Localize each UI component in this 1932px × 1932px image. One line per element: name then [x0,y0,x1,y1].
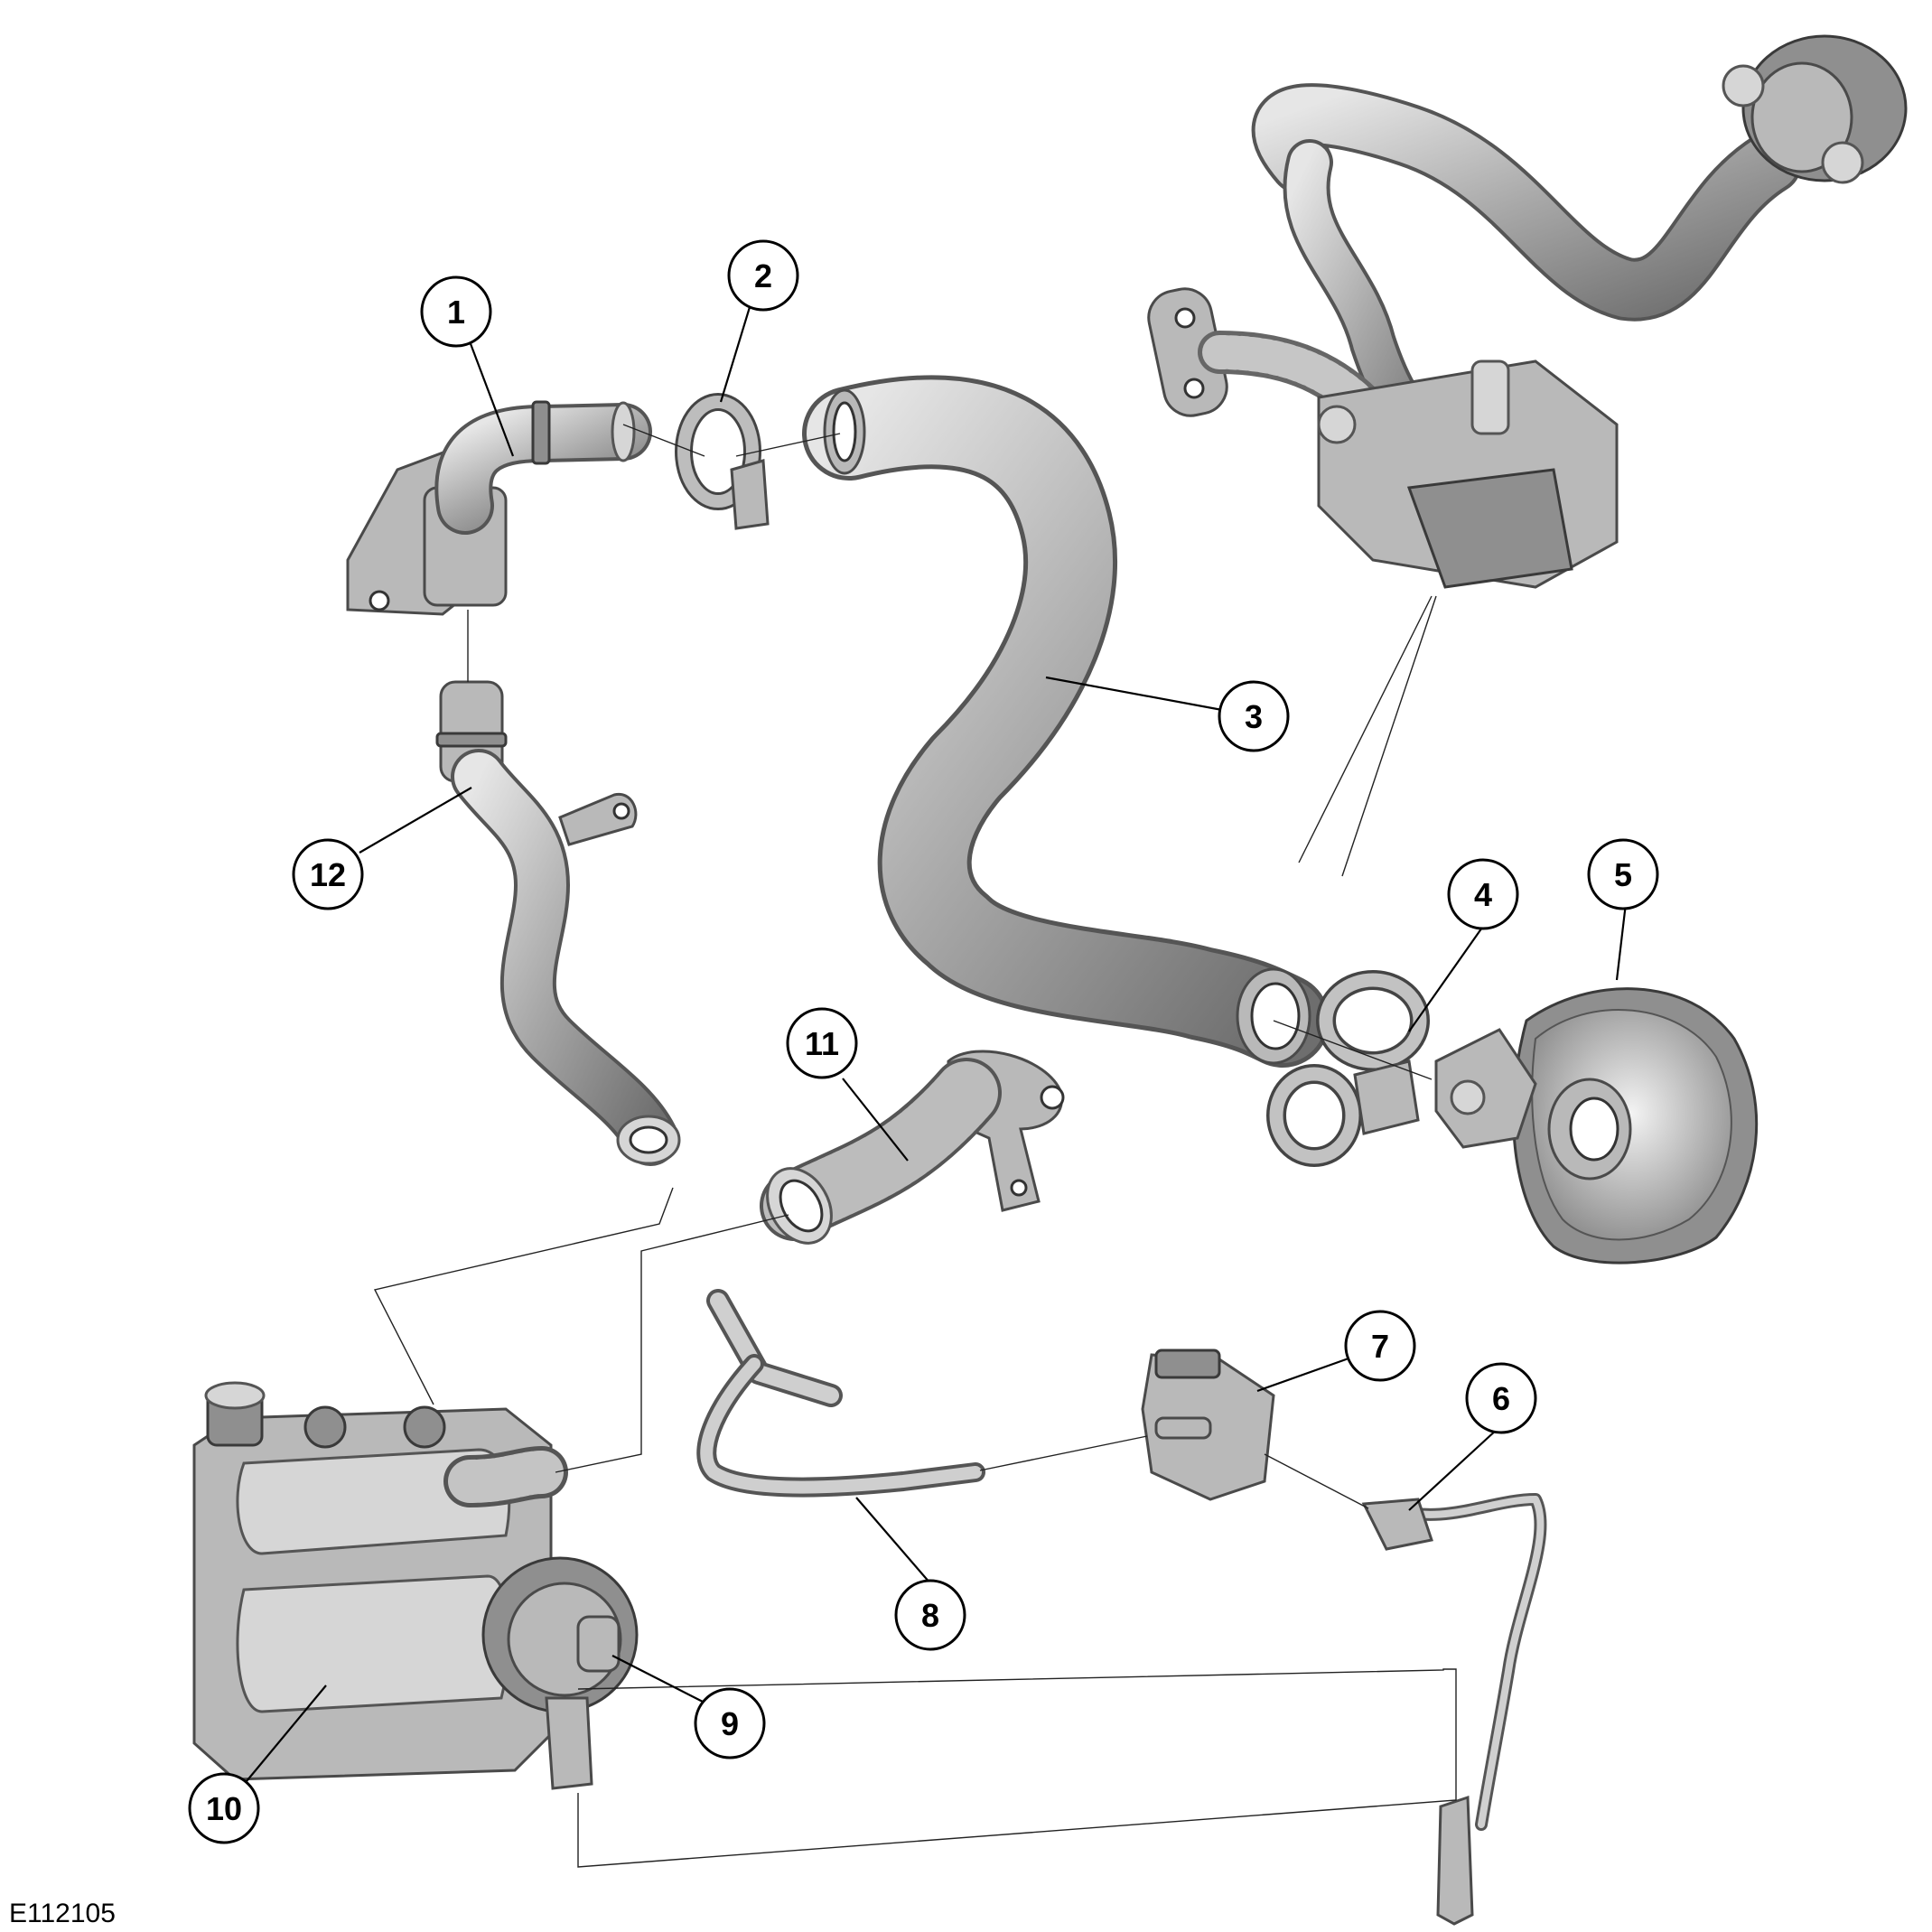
callout-7: 7 [1344,1310,1416,1382]
callout-8: 8 [894,1579,966,1651]
part-10-heater-unit [192,1381,568,1781]
part-4-hose-clamp [1266,970,1430,1167]
assembly-lines [373,424,1457,1868]
callout-2: 2 [727,239,799,312]
callout-3-label: 3 [1245,698,1263,735]
callout-5-label: 5 [1614,856,1632,893]
leader-lines [246,306,1628,1782]
part-1-elbow-connector [346,400,652,616]
part-9-coolant-pump [481,1556,639,1790]
callout-11-label: 11 [805,1025,839,1062]
callout-1: 1 [420,275,492,348]
part-5-burner-housing [1434,987,1759,1265]
heater-assembly-installed [1147,34,1908,877]
callout-4-label: 4 [1474,876,1492,913]
callout-11: 11 [786,1007,858,1079]
callout-5: 5 [1587,838,1659,910]
callout-1-label: 1 [447,294,465,331]
callout-12: 12 [292,838,364,910]
callout-6-label: 6 [1492,1380,1510,1417]
figure-reference-code: E112105 [9,1899,116,1928]
callout-7-label: 7 [1371,1328,1389,1365]
callout-9-label: 9 [721,1705,739,1742]
callout-8-label: 8 [921,1597,939,1634]
part-12-coolant-hose [435,680,681,1166]
callout-10-label: 10 [206,1790,242,1827]
part-7-fuel-metering-pump [1141,1349,1275,1501]
callout-12-label: 12 [310,856,346,893]
part-6-glow-plug-lead [1361,1493,1547,1926]
callout-2-label: 2 [754,257,772,294]
part-8-fuel-line [696,1289,985,1498]
callout-6: 6 [1465,1362,1537,1434]
callout-9: 9 [694,1687,766,1759]
callout-4: 4 [1447,858,1519,930]
part-3-coolant-hose [802,375,1330,1068]
part-11-exhaust-pipe [760,1050,1065,1245]
callout-10: 10 [188,1772,260,1844]
part-2-hose-clamp [675,393,770,530]
callout-3: 3 [1218,680,1290,752]
